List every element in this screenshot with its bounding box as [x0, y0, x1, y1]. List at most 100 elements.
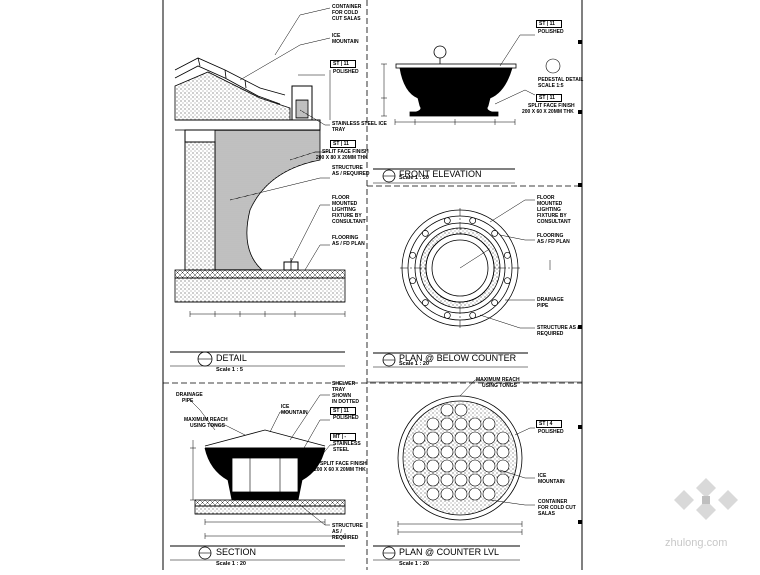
label-ice: ICE [332, 33, 341, 39]
ice-cell-mark [482, 487, 496, 501]
ice-cell-mark [454, 403, 468, 417]
detail-title-mark [170, 351, 345, 367]
label-flooring: FLOORING [332, 235, 359, 241]
ice-cell-mark [426, 445, 440, 459]
ice-cell-mark [496, 445, 510, 459]
label-using-tongs: USING TONGS [190, 423, 225, 429]
label-in-dotted: IN DOTTED [332, 399, 359, 405]
ice-cell-mark [468, 487, 482, 501]
light-fixture-mark [422, 299, 429, 306]
label-polished: POLISHED [538, 29, 564, 35]
detail-title: DETAIL [216, 353, 247, 363]
label-consultant: CONSULTANT [332, 219, 366, 225]
ice-cell-mark [440, 473, 454, 487]
label-structure: STRUCTURE AS / [537, 325, 579, 331]
label-split-face-size: 200 X 80 X 20MM THK [316, 155, 368, 161]
ice-cell-mark [454, 459, 468, 473]
label-as-required: AS / REQUIRED [332, 171, 370, 177]
material-tag: ST | 11 [536, 20, 562, 28]
label-split-face: SPLIT FACE FINISH [320, 461, 367, 467]
label-container: CONTAINER [538, 499, 568, 505]
label-mounted: MOUNTED [537, 201, 563, 207]
ice-cell-mark [454, 431, 468, 445]
plan-counter-title-mark [373, 545, 520, 561]
label-stainless: STAINLESS [333, 441, 361, 447]
ice-cell-mark [496, 473, 510, 487]
ice-cell-mark [440, 445, 454, 459]
label-mounted: MOUNTED [332, 201, 358, 207]
label-polished: POLISHED [333, 69, 359, 75]
label-split-face: SPLIT FACE FINISH [528, 103, 575, 109]
front-elevation-drawing [381, 34, 582, 125]
label-as-fd-plan: AS / FD PLAN [537, 239, 570, 245]
label-consultant: CONSULTANT [537, 219, 571, 225]
ice-cell-mark [468, 473, 482, 487]
light-fixture-mark [469, 217, 477, 225]
front-elevation-title-mark [373, 168, 515, 184]
label-cut-salas: CUT SALAS [332, 16, 361, 22]
ice-cell-mark [496, 431, 510, 445]
label-maximum-reach: MAXIMUM REACH [184, 417, 228, 423]
label-tray: TRAY [332, 127, 346, 133]
label-mountain: MOUNTAIN [281, 410, 308, 416]
ice-cell-mark [454, 473, 468, 487]
label-required: REQUIRED [332, 535, 359, 541]
ice-cell-mark [412, 431, 426, 445]
plan-below-leaders [479, 183, 582, 329]
ice-cell-mark [440, 417, 454, 431]
section-title: SECTION [216, 547, 257, 557]
sheet-frame [162, 0, 583, 570]
label-mountain: MOUNTAIN [332, 39, 359, 45]
label-drainage: DRAINAGE [176, 392, 203, 398]
label-required: REQUIRED [537, 331, 564, 337]
ice-cell-mark [482, 431, 496, 445]
label-tray: TRAY [332, 387, 346, 393]
detail-drawing [174, 7, 346, 317]
plan-counter-scale: Scale 1 : 20 [399, 561, 429, 567]
watermark-logo [674, 478, 738, 520]
label-steel: STEEL [333, 447, 350, 453]
label-for-cold: FOR COLD [332, 10, 359, 16]
ice-cell-mark [440, 487, 454, 501]
label-structure: STRUCTURE [332, 523, 363, 529]
label-split-face-size: 200 X 60 X 20MM THK [314, 467, 366, 473]
light-fixture-mark [491, 230, 498, 237]
ice-cell-mark [468, 459, 482, 473]
label-pipe: PIPE [537, 303, 549, 309]
ice-cell-mark [440, 459, 454, 473]
ice-cell-mark [482, 417, 496, 431]
light-fixture-mark [503, 277, 511, 285]
light-fixture-mark [422, 230, 429, 237]
material-tag: ST | 4 [536, 420, 562, 428]
label-floor: FLOOR [537, 195, 555, 201]
light-fixture-mark [469, 311, 477, 319]
label-fixture-by: FIXTURE BY [332, 213, 362, 219]
ice-cell-mark [482, 445, 496, 459]
ice-cell-mark [482, 459, 496, 473]
plan-below-light-fixtures [409, 217, 511, 319]
ice-cell-mark [426, 487, 440, 501]
light-fixture-mark [491, 299, 498, 306]
label-lighting: LIGHTING [332, 207, 356, 213]
ice-cell-mark [412, 445, 426, 459]
label-container: CONTAINER [332, 4, 362, 10]
section-scale: Scale 1 : 20 [216, 561, 246, 567]
section-drawing [189, 394, 346, 539]
ice-cell-mark [454, 445, 468, 459]
label-using-tongs: USING TONGS [482, 383, 517, 389]
label-maximum-reach: MAXIMUM REACH [476, 377, 520, 383]
light-fixture-mark [443, 217, 451, 225]
ice-cell-mark [426, 473, 440, 487]
plan-below-scale: Scale 1 : 20 [399, 361, 429, 367]
plan-counter-title: PLAN @ COUNTER LVL [399, 547, 499, 557]
label-pedestal-detail: PEDESTAL DETAIL [538, 77, 584, 83]
label-ice: ICE [281, 404, 290, 410]
label-drainage: DRAINAGE [537, 297, 564, 303]
ice-cell-mark [440, 431, 454, 445]
light-fixture-mark [409, 251, 417, 259]
plan-below-title-mark [373, 352, 528, 368]
watermark-text: zhulong.com [665, 537, 728, 549]
plan-below-drawing [400, 208, 520, 330]
